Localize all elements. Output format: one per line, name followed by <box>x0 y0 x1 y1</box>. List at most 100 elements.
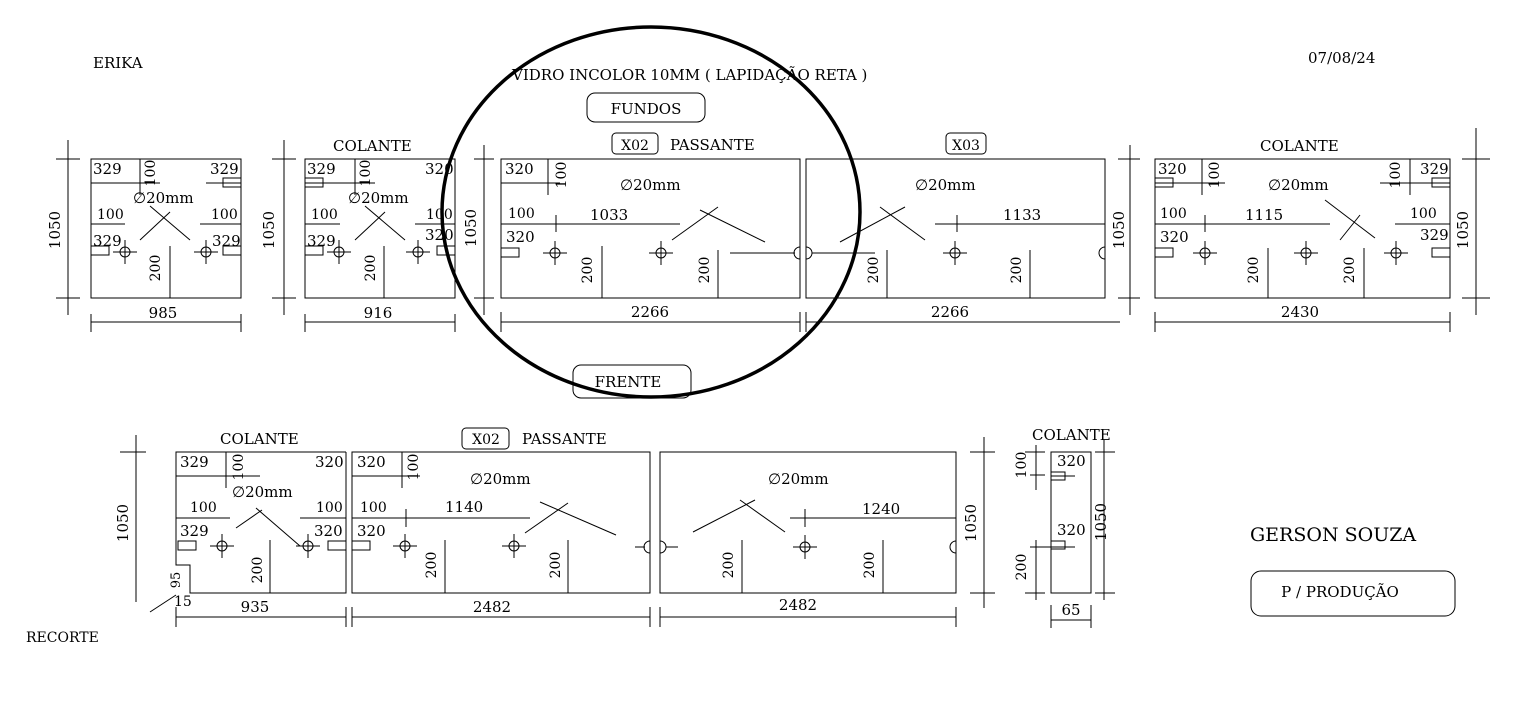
svg-text:2482: 2482 <box>779 596 817 614</box>
svg-text:320: 320 <box>1057 521 1086 539</box>
svg-text:329: 329 <box>307 160 336 178</box>
svg-text:320: 320 <box>357 522 386 540</box>
svg-text:200: 200 <box>250 557 266 584</box>
svg-text:FRENTE: FRENTE <box>595 373 662 391</box>
svg-text:329: 329 <box>1420 226 1449 244</box>
colante-label: COLANTE <box>333 137 412 155</box>
date: 07/08/24 <box>1308 49 1375 67</box>
panel-916: COLANTE 1050 916 329 320 100 ∅20mm 100 1… <box>260 137 456 332</box>
svg-text:100: 100 <box>508 206 535 222</box>
svg-text:100: 100 <box>316 500 343 516</box>
svg-text:320: 320 <box>425 226 454 244</box>
production-tag: P / PRODUÇÃO <box>1250 570 1456 617</box>
svg-text:100: 100 <box>358 160 374 187</box>
svg-text:329: 329 <box>93 160 122 178</box>
svg-text:X02: X02 <box>472 432 500 448</box>
svg-text:∅20mm: ∅20mm <box>348 189 409 207</box>
panel-2266-x03: X03 2266 ∅20mm 1133 200 200 1050 <box>805 132 1140 332</box>
svg-text:1240: 1240 <box>862 500 900 518</box>
svg-text:200: 200 <box>580 257 596 284</box>
svg-text:2430: 2430 <box>1281 303 1319 321</box>
material-spec: VIDRO INCOLOR 10MM ( LAPIDAÇÃO RETA ) <box>511 66 867 84</box>
svg-text:329: 329 <box>180 453 209 471</box>
panel-2482-x02: X02 PASSANTE 2482 320 100 ∅20mm 100 1140… <box>351 427 651 627</box>
svg-text:200: 200 <box>548 552 564 579</box>
height-label: 1050 <box>46 211 64 249</box>
svg-text:1133: 1133 <box>1003 206 1041 224</box>
svg-text:100: 100 <box>360 500 387 516</box>
frente-tag: FRENTE <box>572 364 692 399</box>
svg-text:1050: 1050 <box>1454 211 1472 249</box>
recorte-label: RECORTE <box>26 630 99 646</box>
svg-text:200: 200 <box>424 552 440 579</box>
svg-text:PASSANTE: PASSANTE <box>522 430 607 448</box>
svg-text:100: 100 <box>97 207 124 223</box>
fundos-tag: FUNDOS <box>586 92 706 123</box>
svg-text:100: 100 <box>1410 206 1437 222</box>
svg-text:1140: 1140 <box>445 498 483 516</box>
svg-text:1050: 1050 <box>1110 211 1128 249</box>
svg-text:329: 329 <box>212 232 241 250</box>
svg-text:∅20mm: ∅20mm <box>915 176 976 194</box>
svg-text:2482: 2482 <box>473 598 511 616</box>
svg-text:15: 15 <box>174 594 192 610</box>
svg-text:100: 100 <box>143 160 159 187</box>
svg-text:1115: 1115 <box>1245 206 1283 224</box>
svg-text:COLANTE: COLANTE <box>1260 137 1339 155</box>
svg-text:100: 100 <box>554 162 570 189</box>
svg-text:329: 329 <box>93 232 122 250</box>
svg-text:1050: 1050 <box>260 211 278 249</box>
svg-text:COLANTE: COLANTE <box>220 430 299 448</box>
svg-text:320: 320 <box>315 453 344 471</box>
svg-text:320: 320 <box>1158 160 1187 178</box>
svg-text:200: 200 <box>148 255 164 282</box>
svg-text:100: 100 <box>190 500 217 516</box>
svg-text:100: 100 <box>1160 206 1187 222</box>
svg-text:320: 320 <box>425 160 454 178</box>
svg-text:329: 329 <box>180 522 209 540</box>
svg-text:65: 65 <box>1061 601 1080 619</box>
svg-text:2266: 2266 <box>931 303 969 321</box>
panel-2482: 2482 ∅20mm 1240 200 200 1050 <box>659 437 995 627</box>
svg-text:FUNDOS: FUNDOS <box>611 100 682 118</box>
svg-text:916: 916 <box>364 304 393 322</box>
svg-text:320: 320 <box>505 160 534 178</box>
svg-text:100: 100 <box>426 207 453 223</box>
svg-text:329: 329 <box>210 160 239 178</box>
svg-text:1050: 1050 <box>962 504 980 542</box>
svg-text:329: 329 <box>307 232 336 250</box>
svg-text:320: 320 <box>1057 452 1086 470</box>
svg-text:95: 95 <box>169 572 184 589</box>
svg-text:∅20mm: ∅20mm <box>620 176 681 194</box>
panel-2430: COLANTE 2430 320 100 329 100 ∅20mm 100 1… <box>1154 128 1490 332</box>
svg-text:329: 329 <box>1420 160 1449 178</box>
client-name: ERIKA <box>93 54 143 72</box>
width-label: 985 <box>149 304 178 322</box>
designer-name: GERSON SOUZA <box>1250 524 1416 546</box>
passante-label: PASSANTE <box>670 136 755 154</box>
svg-text:200: 200 <box>1342 257 1358 284</box>
svg-text:∅20mm: ∅20mm <box>1268 176 1329 194</box>
svg-text:∅20mm: ∅20mm <box>133 189 194 207</box>
svg-text:320: 320 <box>314 522 343 540</box>
svg-text:200: 200 <box>1014 554 1030 581</box>
svg-text:2266: 2266 <box>631 303 669 321</box>
svg-text:200: 200 <box>1009 257 1025 284</box>
svg-text:200: 200 <box>721 552 737 579</box>
svg-text:∅20mm: ∅20mm <box>470 470 531 488</box>
svg-text:∅20mm: ∅20mm <box>768 470 829 488</box>
svg-text:320: 320 <box>506 228 535 246</box>
svg-text:100: 100 <box>1388 162 1404 189</box>
svg-text:100: 100 <box>1207 162 1223 189</box>
x03-tag: X03 <box>952 138 980 154</box>
highlight-circle <box>440 25 862 399</box>
svg-text:200: 200 <box>1246 257 1262 284</box>
panel-935: COLANTE 1050 95 15 RECORTE 935 329 100 3… <box>26 430 347 646</box>
svg-text:∅20mm: ∅20mm <box>232 483 293 501</box>
svg-text:100: 100 <box>311 207 338 223</box>
panel-985: 1050 985 329 329 100 ∅20mm 100 100 329 3… <box>46 140 242 332</box>
svg-text:200: 200 <box>866 257 882 284</box>
svg-text:200: 200 <box>697 257 713 284</box>
x02-tag: X02 <box>621 138 649 154</box>
svg-text:P / PRODUÇÃO: P / PRODUÇÃO <box>1281 583 1399 601</box>
